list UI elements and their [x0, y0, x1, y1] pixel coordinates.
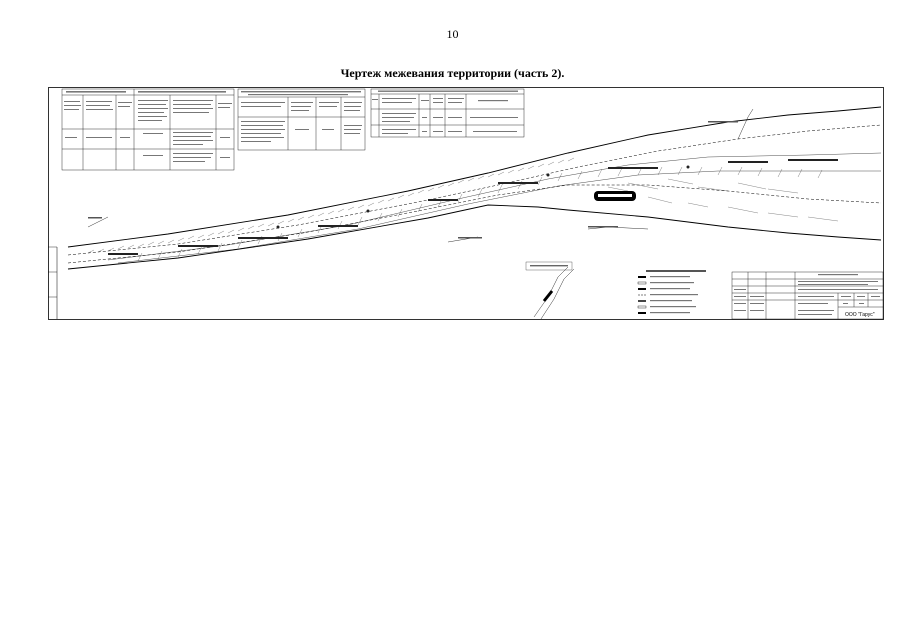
page-number: 10: [446, 27, 459, 41]
binding-strip: [48, 246, 58, 319]
survey-features: [108, 159, 838, 255]
title-block-org: ООО "Гарус": [845, 312, 875, 318]
location-sketch: [525, 261, 575, 320]
title-block: [731, 271, 884, 320]
legend: [637, 270, 706, 314]
sheet-frame: [48, 87, 884, 320]
callout-labels: [88, 121, 738, 239]
survey-drawing-sheet: ООО "Гарус": [48, 87, 884, 320]
land-plot-table-3: [370, 88, 525, 138]
plot-label-box: [594, 191, 636, 201]
land-plot-table-2: [237, 88, 366, 151]
drawing-title: Чертеж межевания территории (часть 2).: [340, 66, 565, 80]
survey-detail: [87, 157, 839, 262]
land-plot-table-1: [61, 88, 235, 171]
territory-boundary: [67, 106, 882, 270]
